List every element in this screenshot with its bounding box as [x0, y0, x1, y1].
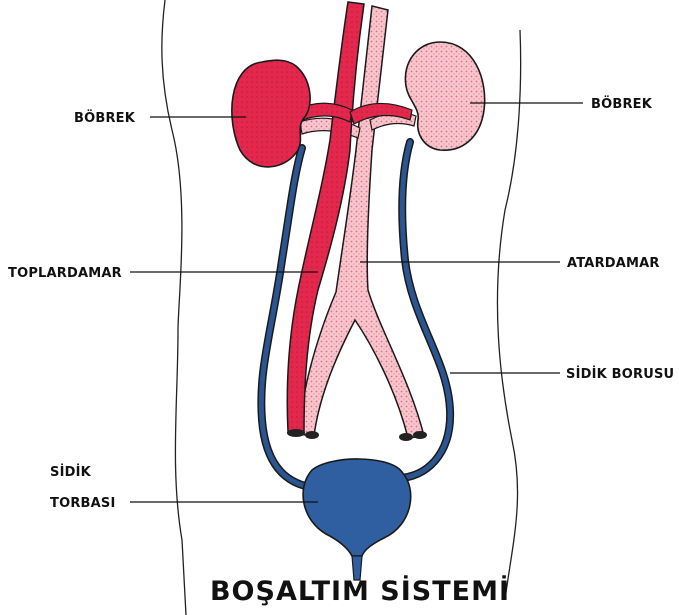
- body-outline-right: [496, 29, 522, 601]
- renal-vein-right: [349, 102, 413, 125]
- label-kidney-left: BÖBREK: [74, 110, 136, 126]
- artery: [297, 5, 425, 439]
- artery-end-2: [413, 431, 427, 439]
- vein-end: [287, 429, 305, 437]
- diagram-title: BOŞALTIM SİSTEMİ: [210, 575, 510, 607]
- label-bladder-line1: SİDİK: [50, 464, 92, 480]
- label-ureter: SİDİK BORUSU: [566, 366, 674, 382]
- vein-end-2: [305, 431, 319, 439]
- urethra: [351, 555, 363, 581]
- ureter-left-fill: [258, 145, 319, 491]
- kidney-right: [404, 41, 486, 151]
- kidney-left: [231, 59, 311, 168]
- bladder: [302, 458, 412, 557]
- label-vein: TOPLARDAMAR: [8, 266, 122, 281]
- renal-vein-left: [295, 102, 353, 123]
- artery-end: [399, 433, 413, 441]
- label-artery: ATARDAMAR: [567, 256, 660, 271]
- label-bladder-line2: TORBASI: [50, 496, 116, 511]
- label-kidney-right: BÖBREK: [591, 96, 653, 112]
- ureter-right-fill: [395, 139, 453, 481]
- body-outline-left: [161, 0, 187, 615]
